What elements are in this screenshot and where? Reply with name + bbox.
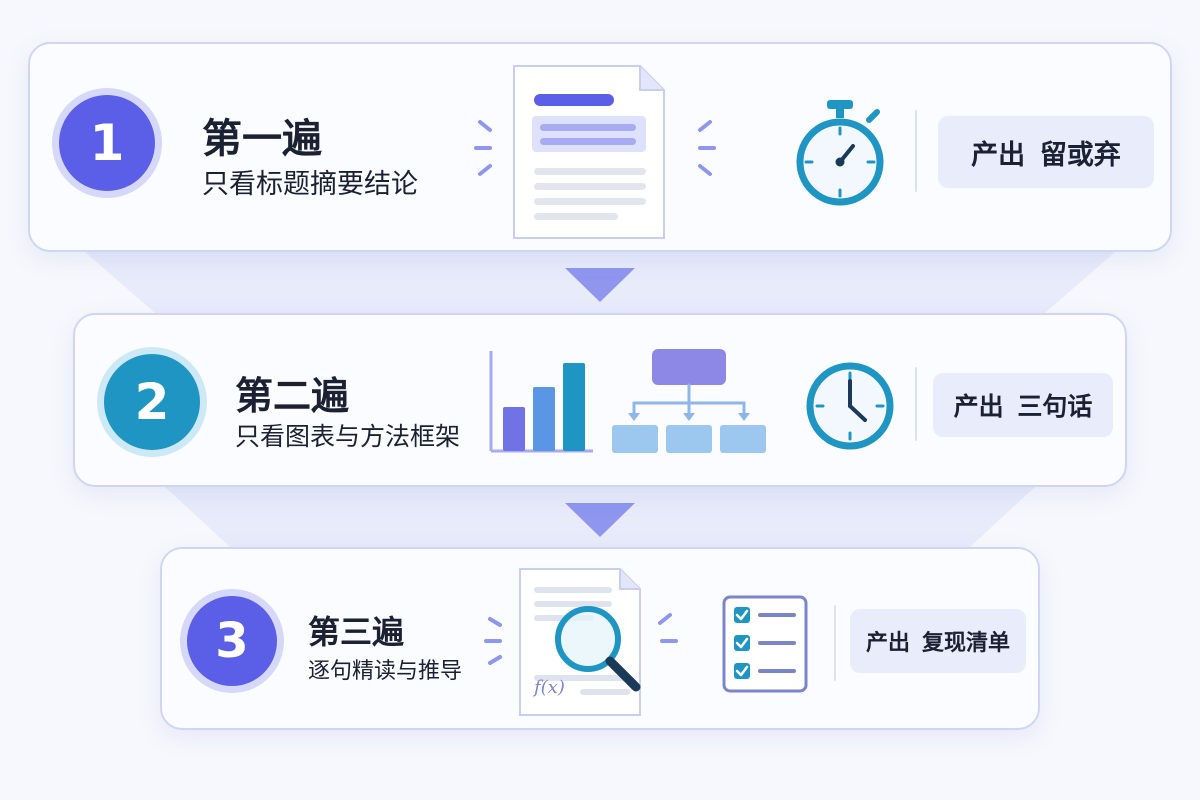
- step-card-2: 2 第二遍 只看图表与方法框架: [73, 313, 1127, 487]
- document-icon: [474, 65, 716, 239]
- divider: [915, 110, 917, 192]
- hierarchy-diagram-icon: [612, 349, 766, 453]
- document-magnifier-icon: f(x): [484, 568, 678, 716]
- output-value: 留或弃: [1039, 139, 1121, 171]
- step-description: 逐句精读与推导: [308, 659, 463, 684]
- checklist-icon: [722, 595, 808, 693]
- output-prefix: 产出: [953, 392, 1004, 421]
- step-description: 只看图表与方法框架: [235, 422, 461, 451]
- stopwatch-icon: [796, 100, 884, 206]
- clock-icon: [806, 362, 894, 450]
- bar-chart-icon: [489, 351, 593, 453]
- output-value: 复现清单: [922, 631, 1011, 656]
- output-value: 三句话: [1017, 392, 1093, 421]
- step-card-1: 1 第一遍 只看标题摘要结论: [28, 42, 1172, 252]
- step-number-badge: 3: [180, 589, 284, 693]
- formula-label: f(x): [532, 677, 565, 698]
- step-card-3: 3 第三遍 逐句精读与推导 f(x): [160, 547, 1040, 730]
- divider: [834, 605, 836, 681]
- arrow-down-icon: [565, 268, 635, 302]
- output-prefix: 产出: [971, 139, 1026, 171]
- output-prefix: 产出: [865, 631, 910, 656]
- divider: [915, 367, 917, 441]
- arrow-down-icon: [565, 503, 635, 537]
- step-title: 第一遍: [202, 116, 322, 162]
- step-number-badge: 2: [97, 347, 207, 457]
- step-title: 第三遍: [308, 613, 405, 651]
- output-badge: 产出复现清单: [850, 609, 1026, 673]
- output-badge: 产出三句话: [933, 373, 1113, 437]
- step-number-badge: 1: [52, 88, 162, 198]
- step-description: 只看标题摘要结论: [202, 169, 418, 200]
- step-title: 第二遍: [235, 374, 350, 418]
- output-badge: 产出留或弃: [938, 116, 1154, 188]
